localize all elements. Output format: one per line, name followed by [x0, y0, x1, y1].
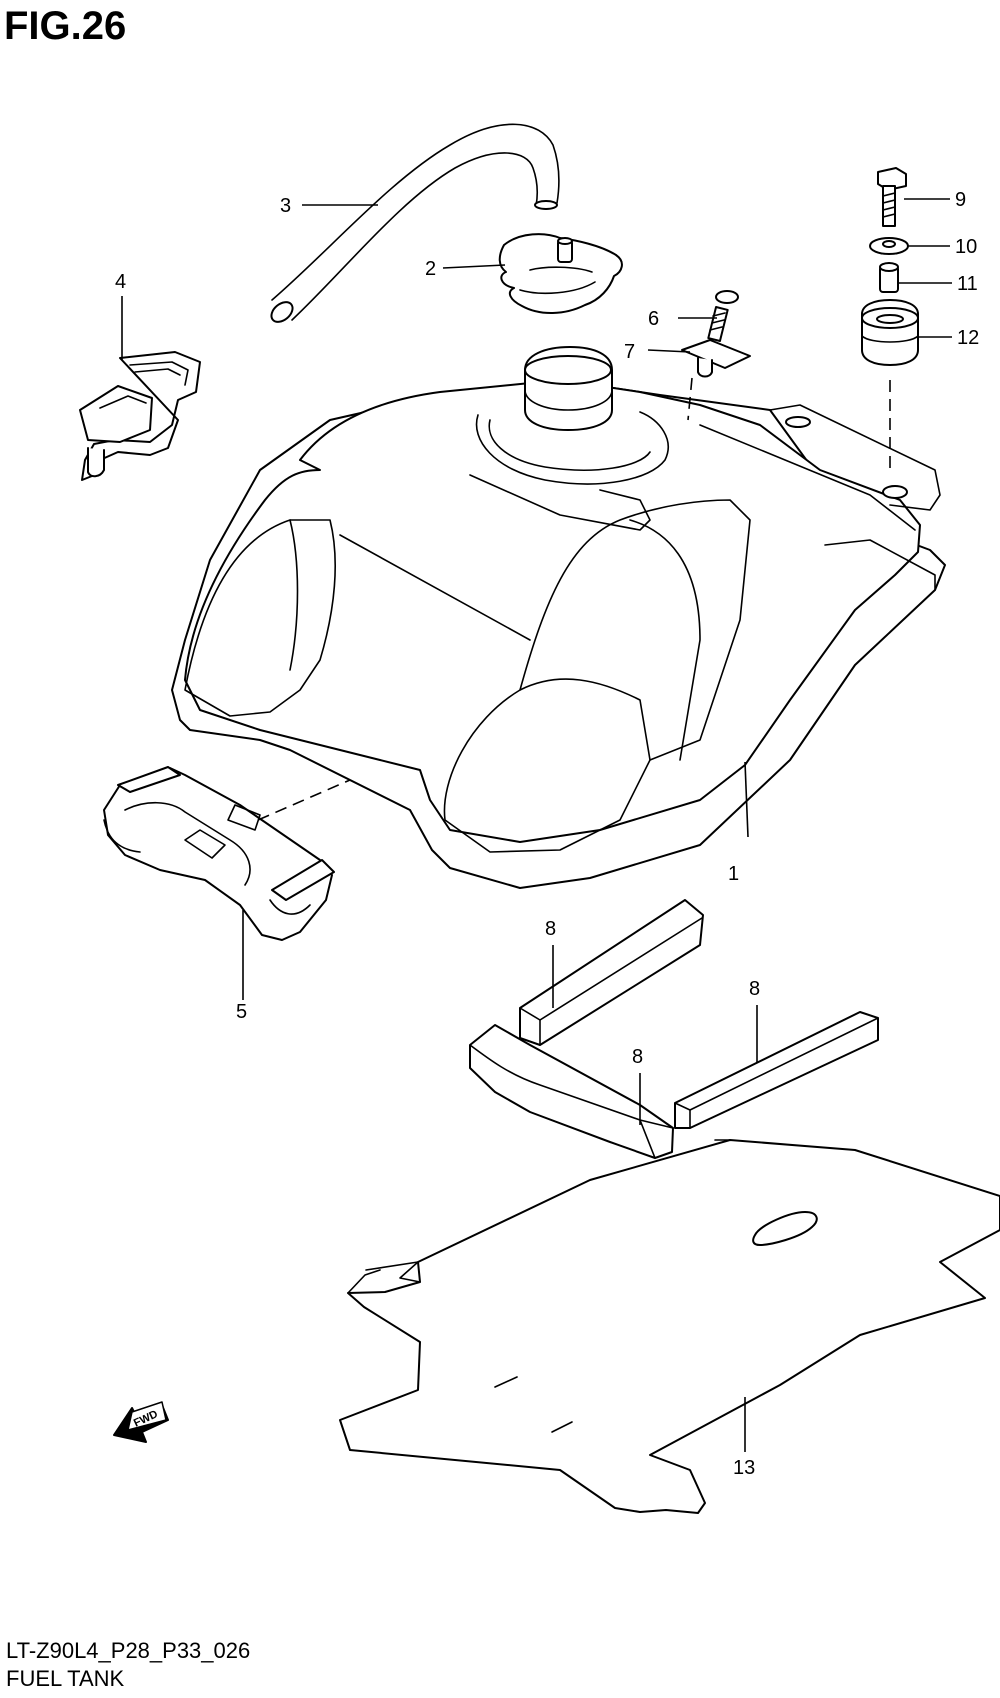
- collar-part-11[interactable]: [879, 262, 899, 293]
- figure-code: LT-Z90L4_P28_P33_026: [6, 1638, 251, 1663]
- figure-title: FIG.26: [4, 4, 127, 48]
- callout-13: 13: [733, 1457, 755, 1479]
- callout-10: 10: [955, 236, 977, 258]
- screw-part-6[interactable]: [707, 290, 739, 342]
- callout-6: 6: [648, 308, 659, 330]
- forward-arrow: FWD: [113, 1401, 169, 1443]
- heat-shield-part-13[interactable]: [339, 1139, 1000, 1514]
- callout-8b: 8: [632, 1046, 643, 1068]
- filler-cap-part-2[interactable]: [498, 233, 623, 314]
- callout-8c: 8: [749, 978, 760, 1000]
- foam-strip-part-8b[interactable]: [469, 1024, 674, 1159]
- grommet-part-7[interactable]: [681, 339, 751, 378]
- breather-hose-part-3[interactable]: [268, 123, 560, 326]
- callout-7: 7: [624, 341, 635, 363]
- fuel-tank-part-1[interactable]: [171, 346, 946, 889]
- callout-5: 5: [236, 1001, 247, 1023]
- callout-4: 4: [115, 271, 126, 293]
- foam-strip-part-8a[interactable]: [519, 899, 704, 1046]
- cushion-part-12[interactable]: [861, 299, 919, 366]
- leader-lines: [121, 198, 952, 1452]
- clip-part-5[interactable]: [103, 766, 335, 941]
- washer-part-10[interactable]: [869, 237, 909, 255]
- callout-11: 11: [957, 273, 978, 295]
- bolt-part-9[interactable]: [877, 167, 907, 227]
- callout-9: 9: [955, 189, 966, 211]
- callout-1: 1: [728, 863, 739, 885]
- callouts: 1 2 3 4 5 6 7 8 8 8 9 10 11 12 13: [115, 189, 979, 1479]
- callout-12: 12: [957, 327, 979, 349]
- callout-3: 3: [280, 195, 291, 217]
- foam-strip-part-8c[interactable]: [674, 1011, 879, 1129]
- bracket-part-4[interactable]: [79, 351, 201, 481]
- callout-2: 2: [425, 258, 436, 280]
- callout-8a: 8: [545, 918, 556, 940]
- figure-name: FUEL TANK: [6, 1666, 125, 1691]
